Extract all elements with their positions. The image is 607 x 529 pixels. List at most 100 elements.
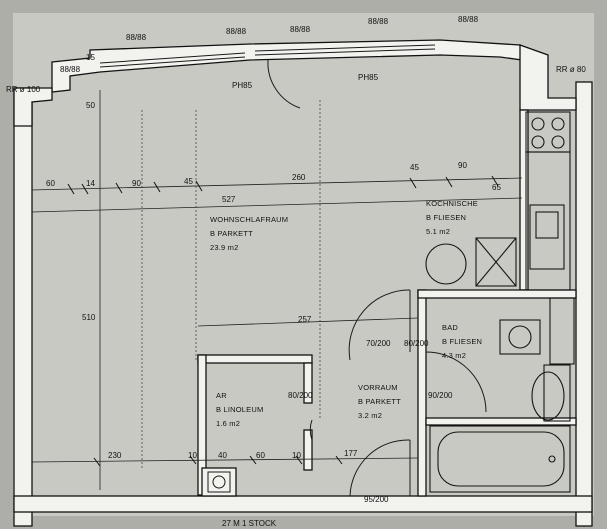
dim-top-45: 45 [184,177,193,186]
dim-left-50: 50 [86,101,95,110]
dim-line-top-2 [31,197,523,213]
room-storage: AR B LINOLEUM 1.6 m2 [216,391,263,428]
bath-toilet-tank [543,364,571,422]
room-kitchen: KOCHNISCHE B FLIESEN 5.1 m2 [426,199,478,236]
room-kitchen-area: 5.1 m2 [426,227,450,236]
door-dim-bath: 80/200 [404,339,429,348]
dim-line-top [31,177,523,191]
bath-washer [499,319,541,355]
dim-mid-257: 257 [298,315,312,324]
partition-kitchen-right [519,109,529,291]
parapet-label-2: PH85 [358,73,379,82]
room-bath-floor: B FLIESEN [442,337,482,346]
window-1-pane-b [99,56,246,68]
rr-label-right: RR ø 80 [556,65,586,74]
fridge [475,237,517,287]
window-label-4: 88/88 [368,17,389,26]
partition-bath-left [417,289,427,497]
room-living: WOHNSCHLAFRAUM B PARKETT 23.9 m2 [210,215,288,252]
kitchen-counter [525,151,571,291]
top-wall [51,39,523,93]
window-2-pane-b [254,48,436,56]
stove-burner-4 [551,135,565,149]
window-1-pane [99,52,246,64]
room-hall-floor: B PARKETT [358,397,401,406]
kitchen-sink [529,204,565,270]
room-storage-floor: B LINOLEUM [216,405,263,414]
footer-text: 27 M 1 STOCK [222,519,277,528]
room-hall: VORRAUM B PARKETT 3.2 m2 [358,383,401,420]
dim-bottom-40: 40 [218,451,227,460]
room-bath-name: BAD [442,323,458,332]
window-2-pane [254,44,436,52]
stove-burner-2 [551,117,565,131]
bathtub-inner [437,431,565,487]
dim-left-510: 510 [82,313,96,322]
rr-label-left: RR ø 100 [6,85,41,94]
door-dim-hall: 70/200 [366,339,391,348]
room-hall-area: 3.2 m2 [358,411,382,420]
room-hall-name: VORRAUM [358,383,398,392]
dim-bottom-60: 60 [256,451,265,460]
room-kitchen-name: KOCHNISCHE [426,199,478,208]
dim-right-65: 65 [492,183,501,192]
storage-wall-right [303,362,313,404]
bath-shelf [549,297,575,365]
storage-wall-top [197,354,313,364]
dim-right-90: 90 [458,161,467,170]
parapet-label-1: PH85 [232,81,253,90]
window-label-3: 88/88 [290,25,311,34]
kitchen-sink-basin [535,211,559,239]
shaft-inner [207,471,231,493]
shaft-drain [212,475,226,489]
dim-bottom-10a: 10 [188,451,197,460]
dim-ticks [67,175,499,467]
room-living-area: 23.9 m2 [210,243,239,252]
door-swing-storage [309,419,313,441]
dim-line-257 [197,317,419,327]
partition-bath-top [417,289,577,299]
balcony-door-swing [267,59,301,109]
stove-burner-1 [531,117,545,131]
door-dim-storage: 80/200 [288,391,313,400]
room-kitchen-floor: B FLIESEN [426,213,466,222]
right-wall [575,81,593,527]
room-storage-name: AR [216,391,227,400]
room-living-name: WOHNSCHLAFRAUM [210,215,288,224]
room-bath-area: 4.3 m2 [442,351,466,360]
window-label-1: 88/88 [126,33,147,42]
dim-bottom-10b: 10 [292,451,301,460]
dim-total-260: 260 [292,173,306,182]
door-swing-bath [425,351,487,413]
dim-bottom-177: 177 [344,449,358,458]
dim-left-15: 15 [86,53,95,62]
partition-bath-mid [425,417,577,426]
door-swing-entry [349,439,411,497]
bathtub-drain [548,455,556,463]
stove-burner-3 [531,135,545,149]
bath-toilet [531,371,565,421]
left-wall [13,87,33,527]
room-living-floor: B PARKETT [210,229,253,238]
bathtub [429,425,571,493]
window-label-5: 88/88 [458,15,479,24]
window-label-2: 88/88 [226,27,247,36]
door-dim-front: 95/200 [364,495,389,504]
dim-top-90: 90 [132,179,141,188]
fridge-x2 [475,237,517,287]
left-wall-top [13,87,53,127]
door-dim-entry: 90/200 [428,391,453,400]
bottom-wall [13,495,593,513]
bath-washer-drum [508,325,532,349]
dim-top-14: 14 [86,179,95,188]
dim-bottom-230: 230 [108,451,122,460]
dim-right-45: 45 [410,163,419,172]
room-storage-area: 1.6 m2 [216,419,240,428]
dim-top-60: 60 [46,179,55,188]
dim-total-527: 527 [222,195,236,204]
storage-wall-right-low [303,429,313,471]
kitchen-round-fixture [425,243,467,285]
room-bath: BAD B FLIESEN 4.3 m2 [442,323,482,360]
window-label-6: 88/88 [60,65,81,74]
